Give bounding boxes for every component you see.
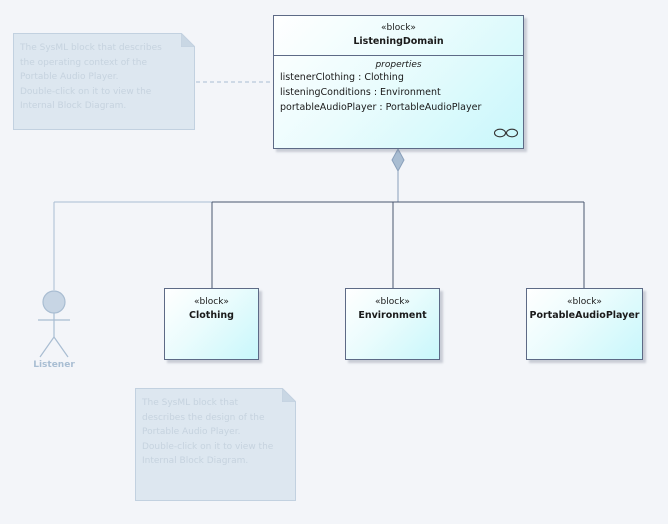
- note-line: Portable Audio Player.: [20, 72, 119, 82]
- portable-audio-player-block[interactable]: «block» PortableAudioPlayer: [526, 288, 643, 360]
- listener-actor[interactable]: [38, 290, 70, 358]
- block-name: Clothing: [189, 310, 234, 321]
- clothing-block[interactable]: «block» Clothing: [164, 288, 259, 360]
- block-stereotype: «block»: [375, 297, 410, 307]
- block-stereotype: «block»: [194, 297, 229, 307]
- note-line: Internal Block Diagram.: [142, 456, 249, 466]
- compartment-title: properties: [375, 60, 422, 70]
- note-line: The SysML block that: [142, 398, 238, 408]
- composition-diamond-icon: [391, 147, 405, 173]
- property-item: portableAudioPlayer : PortableAudioPlaye…: [280, 102, 482, 113]
- note-fold-icon: [181, 33, 195, 47]
- stick-figure-icon: [42, 290, 66, 314]
- note-line: the operating context of the: [20, 57, 147, 68]
- block-stereotype: «block»: [567, 297, 602, 307]
- actor-label: Listener: [33, 360, 75, 370]
- block-name: Environment: [358, 310, 427, 321]
- context-note[interactable]: The SysML block that describes the opera…: [13, 33, 195, 130]
- note-line: Double-click on it to view the: [20, 86, 152, 97]
- property-item: listeningConditions : Environment: [280, 87, 441, 98]
- note-line: The SysML block that describes: [20, 43, 162, 53]
- note-line: Portable Audio Player.: [142, 427, 241, 437]
- compartment-divider: [274, 55, 523, 56]
- environment-block[interactable]: «block» Environment: [345, 288, 440, 360]
- note-line: describes the design of the: [142, 412, 265, 423]
- listening-domain-block[interactable]: «block» ListeningDomain properties liste…: [273, 15, 524, 149]
- note-line: Double-click on it to view the: [142, 441, 274, 452]
- note-fold-icon: [282, 388, 296, 402]
- chain-link-icon[interactable]: [493, 128, 519, 138]
- block-name: PortableAudioPlayer: [529, 310, 640, 321]
- note-line: Internal Block Diagram.: [20, 101, 127, 111]
- design-note[interactable]: The SysML block that describes the desig…: [135, 388, 296, 501]
- composition-connectors: [53, 170, 585, 290]
- block-name: ListeningDomain: [353, 36, 444, 47]
- property-item: listenerClothing : Clothing: [280, 72, 404, 83]
- block-stereotype: «block»: [381, 23, 416, 33]
